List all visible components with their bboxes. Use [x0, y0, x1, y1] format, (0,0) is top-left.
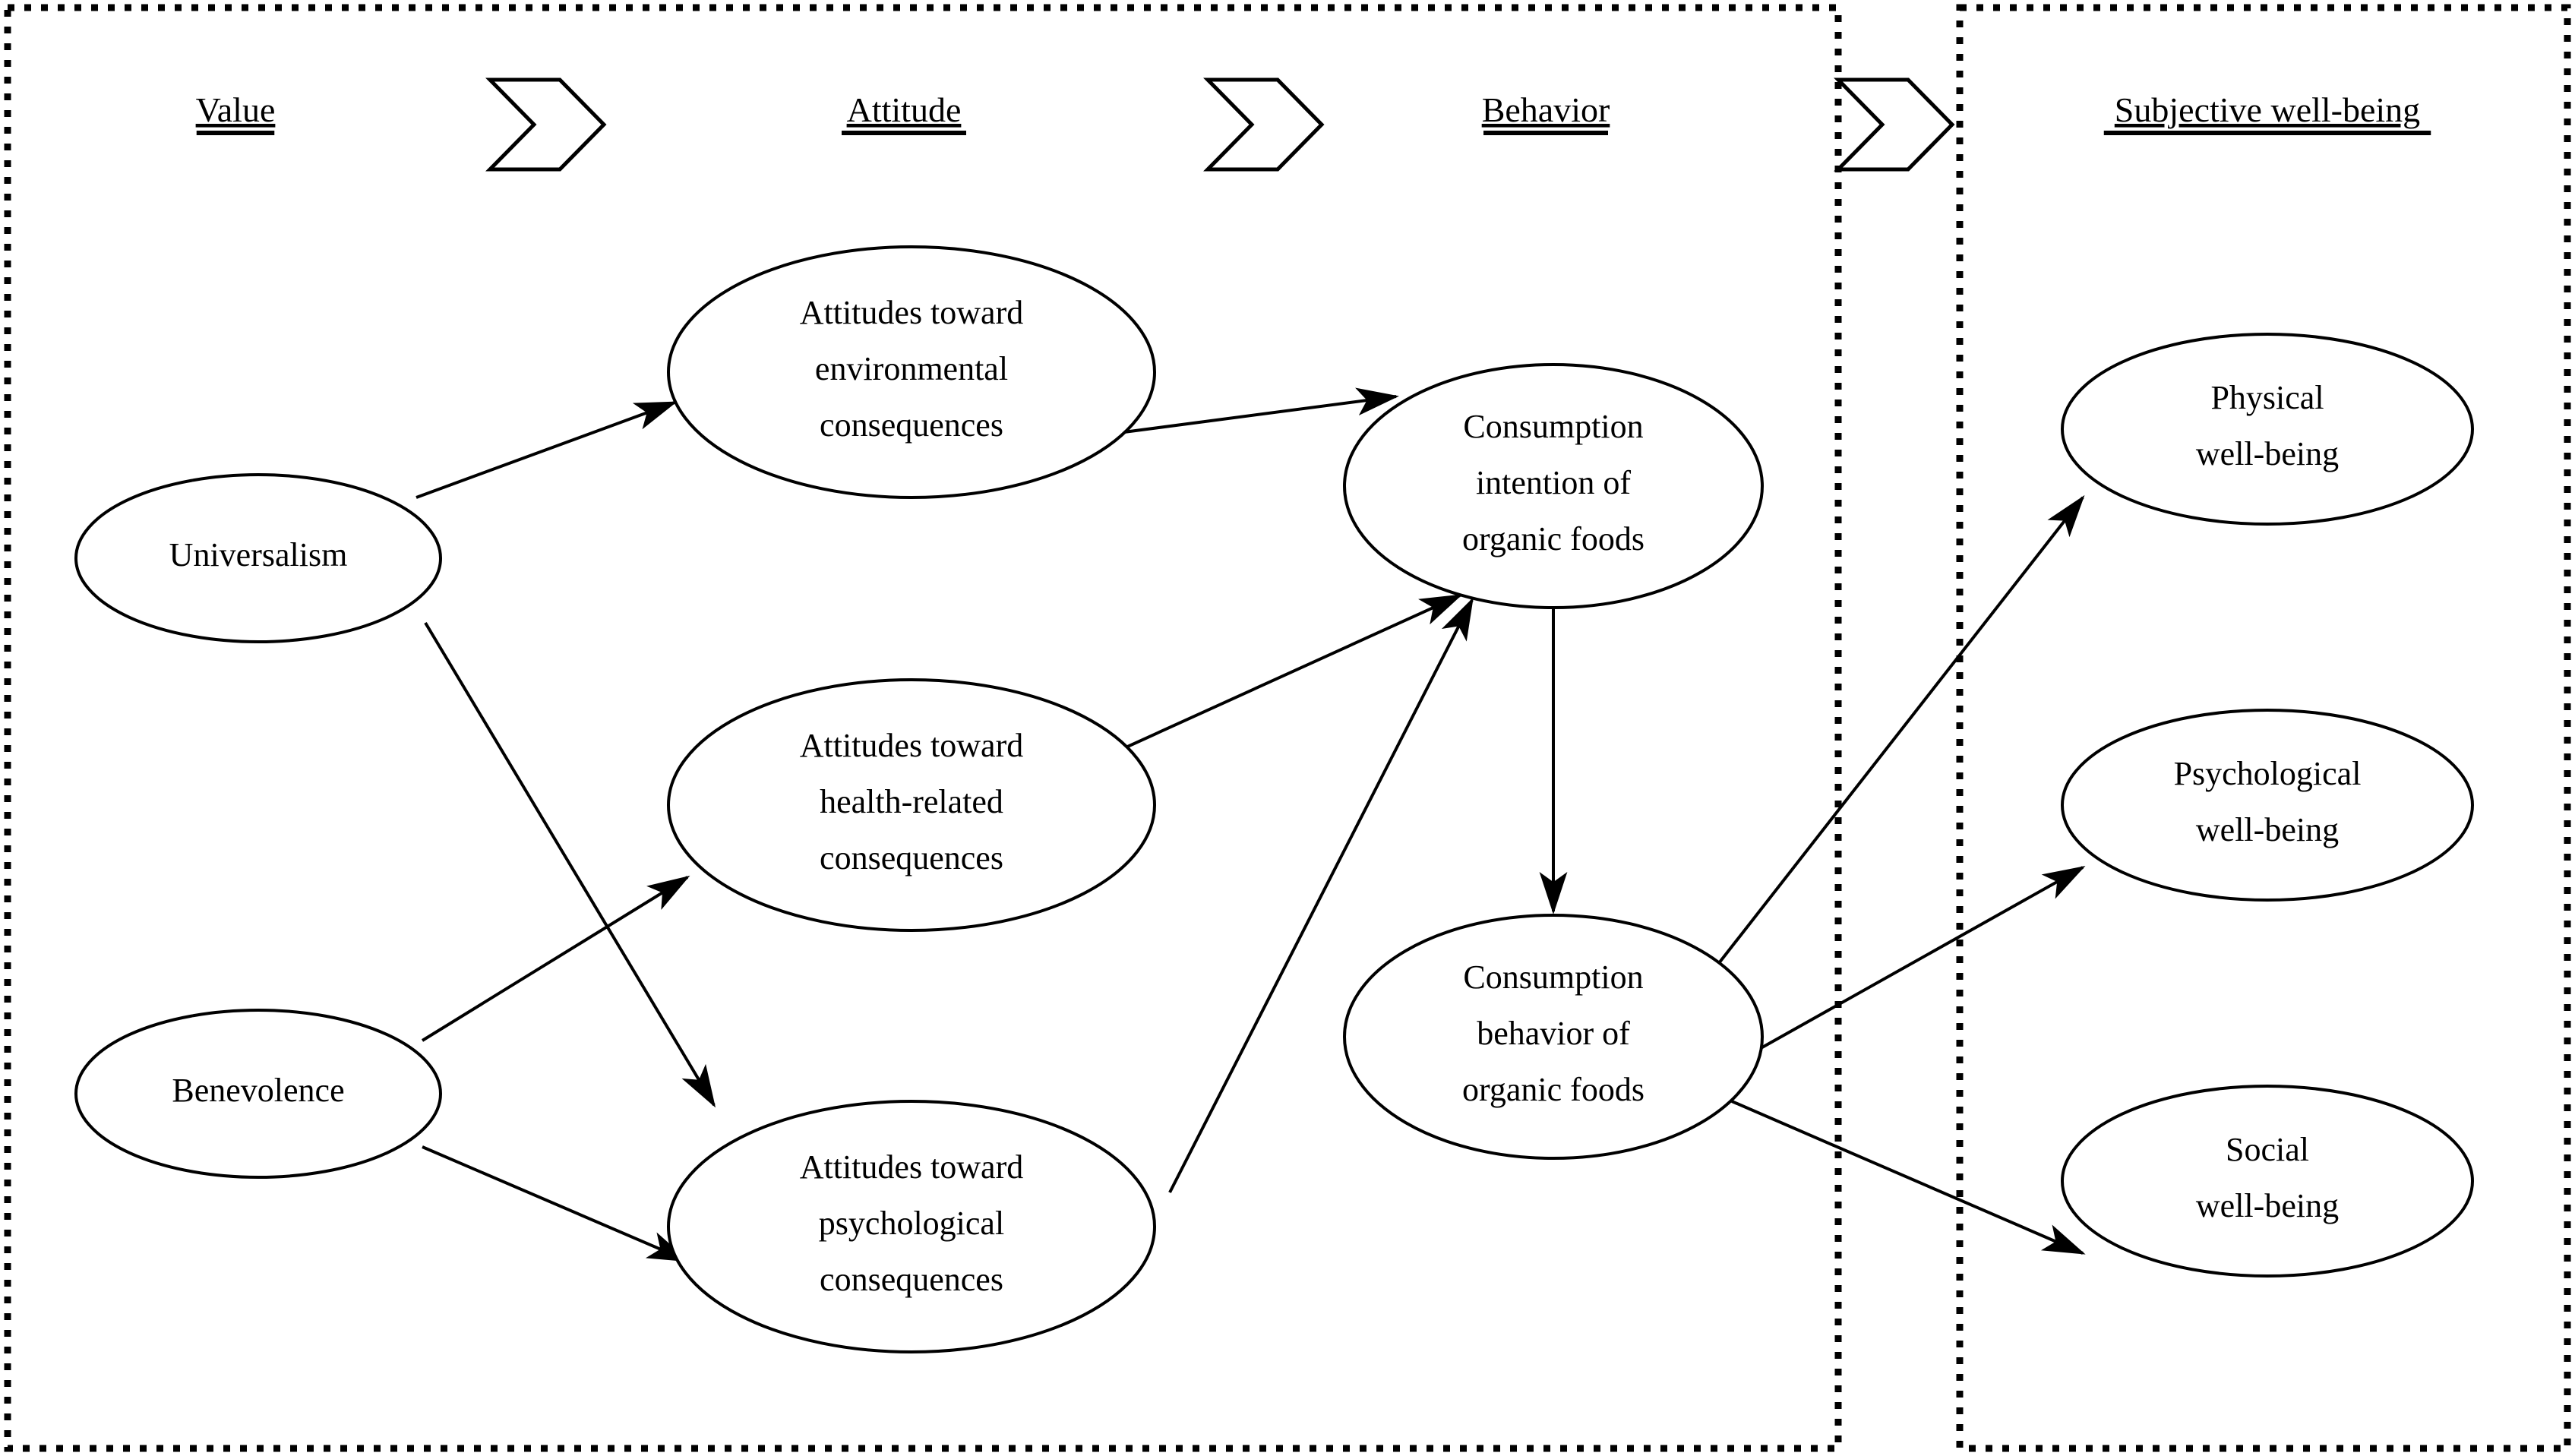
chevron-arrow-icon — [1834, 77, 1955, 172]
node-label-line: Benevolence — [172, 1072, 344, 1109]
node-ellipse — [2061, 709, 2474, 902]
node-social-wellbeing[interactable]: Social well-being — [2061, 1085, 2474, 1278]
node-ellipse — [667, 245, 1156, 499]
node-label-line: Consumption — [1463, 408, 1643, 445]
node-label-line: Attitudes toward — [800, 1148, 1024, 1186]
node-label-line: Attitudes toward — [800, 727, 1024, 764]
edges-layer — [415, 387, 2086, 1262]
node-label-line: consequences — [820, 839, 1003, 876]
chevron-arrow-icon — [1203, 77, 1325, 172]
node-ellipse — [1343, 914, 1764, 1160]
node-label-line: behavior of — [1477, 1015, 1630, 1052]
node-ellipse — [74, 473, 442, 643]
chevron-arrow-icon — [485, 77, 607, 172]
node-label-line: well-being — [2196, 811, 2339, 848]
node-label-line: well-being — [2196, 1187, 2339, 1224]
node-label-line: Psychological — [2174, 755, 2362, 792]
edge-benevolence-to-att-psychological — [422, 1145, 690, 1262]
node-label-line: Consumption — [1463, 959, 1643, 996]
edge-att-health-to-consumption-intention — [1082, 594, 1463, 769]
node-label-line: Universalism — [169, 536, 348, 573]
node-att-psychological[interactable]: Attitudes toward psychological consequence… — [667, 1100, 1156, 1353]
node-physical-wellbeing[interactable]: Physical well-being — [2061, 333, 2474, 526]
node-label-line: organic foods — [1462, 1071, 1645, 1108]
stage-label-behavior: Behavior — [1482, 90, 1610, 129]
chevrons-layer — [485, 77, 1955, 172]
edge-universalism-to-att-environmental — [415, 401, 678, 499]
node-att-health[interactable]: Attitudes toward health-related consequenc… — [667, 678, 1156, 932]
node-ellipse — [667, 678, 1156, 932]
node-label-line: Social — [2226, 1131, 2309, 1168]
subjective-well-being-frame — [1956, 4, 2571, 1452]
node-universalism[interactable]: Universalism — [74, 473, 442, 643]
node-consumption-intention[interactable]: Consumption intention of organic foods — [1343, 363, 1764, 609]
node-ellipse — [2061, 333, 2474, 526]
edge-universalism-to-att-psychological — [424, 621, 716, 1108]
node-label-line: environmental — [815, 350, 1008, 387]
edge-consumption-behavior-to-physical-wellbeing — [1717, 494, 2085, 965]
node-benevolence[interactable]: Benevolence — [74, 1009, 442, 1179]
stage-label-value: Value — [196, 90, 276, 129]
node-label-line: Attitudes toward — [800, 294, 1024, 331]
stage-labels-layer: Value Attitude Behavior Subjective well-bei… — [196, 90, 2431, 135]
node-ellipse — [2061, 1085, 2474, 1278]
node-label-line: organic foods — [1462, 520, 1645, 557]
node-label-line: consequences — [820, 1261, 1003, 1298]
node-att-environmental[interactable]: Attitudes toward environmental consequence… — [667, 245, 1156, 499]
node-consumption-behavior[interactable]: Consumption behavior of organic foods — [1343, 914, 1764, 1160]
frames-layer — [4, 4, 2571, 1452]
edge-benevolence-to-att-health — [421, 875, 690, 1042]
edge-att-psychological-to-consumption-intention — [1168, 597, 1474, 1193]
node-label-line: health-related — [820, 783, 1003, 820]
node-ellipse — [74, 1009, 442, 1179]
node-psychological-wellbeing[interactable]: Psychological well-being — [2061, 709, 2474, 902]
edge-consumption-behavior-to-psychological-wellbeing — [1742, 866, 2086, 1060]
stage-label-attitude: Attitude — [847, 90, 962, 129]
stage-label-wellbeing: Subjective well-being — [2115, 90, 2420, 129]
node-label-line: intention of — [1476, 464, 1631, 501]
node-ellipse — [1343, 363, 1764, 609]
edge-att-environmental-to-consumption-intention — [1117, 387, 1399, 434]
node-label-line: Physical — [2210, 379, 2324, 416]
edge-consumption-behavior-to-social-wellbeing — [1731, 1100, 2086, 1255]
node-label-line: psychological — [819, 1205, 1004, 1242]
node-ellipse — [667, 1100, 1156, 1353]
node-label-line: well-being — [2196, 435, 2339, 472]
node-label-line: consequences — [820, 406, 1003, 444]
